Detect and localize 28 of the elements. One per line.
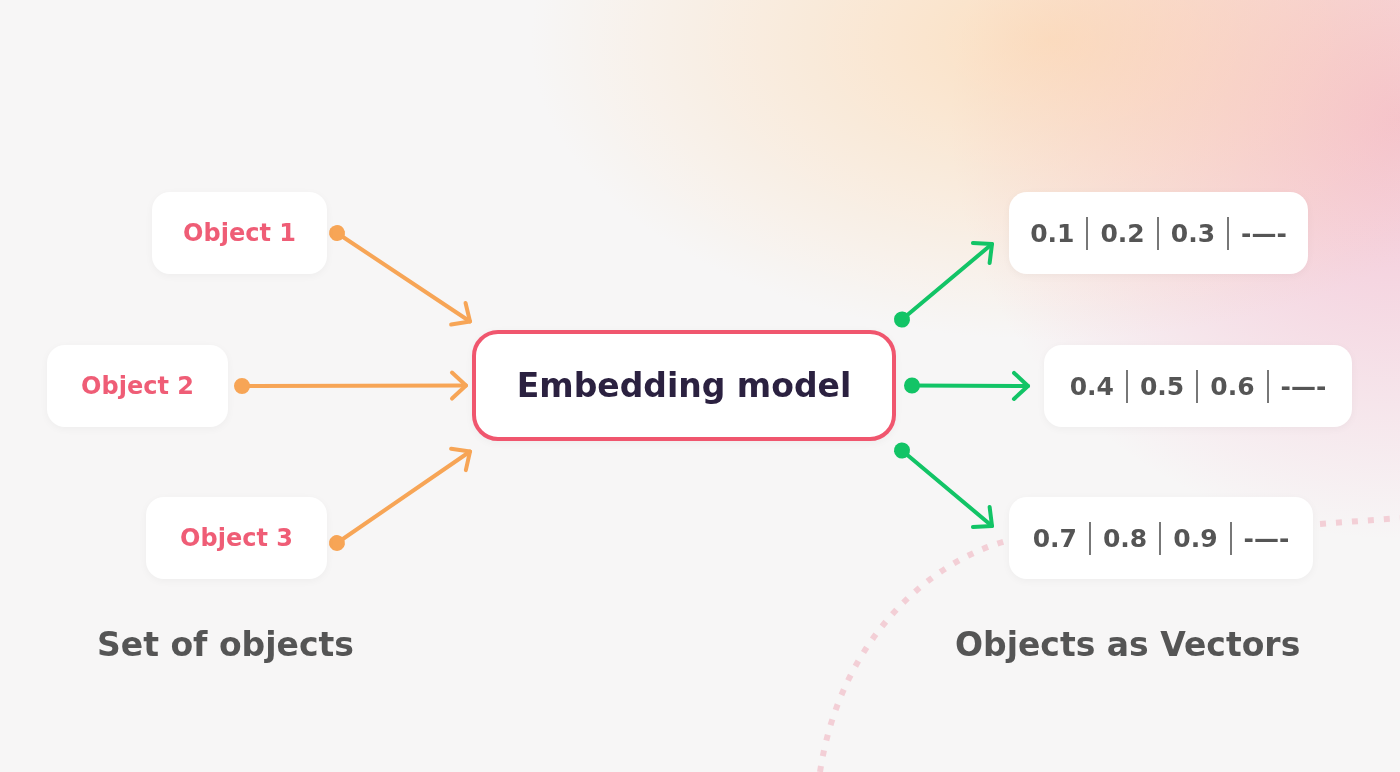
- arrow: [329, 446, 472, 551]
- arrow: [234, 370, 468, 401]
- arrow: [329, 225, 472, 327]
- group-caption: Set of objects: [97, 625, 354, 664]
- vector-value: -—-: [1229, 521, 1302, 555]
- node-title: Embedding model: [516, 366, 852, 405]
- vector-value: 0.5: [1125, 369, 1197, 403]
- arrow: [894, 442, 994, 529]
- vector-value: 0.2: [1086, 216, 1157, 250]
- vector-value: 0.7: [1031, 522, 1078, 555]
- node-label: Object 3: [180, 524, 293, 552]
- node-label: Object 2: [81, 372, 194, 400]
- vector-value: 0.4: [1068, 370, 1115, 403]
- vector-card: [1044, 345, 1352, 427]
- vector-card: [1009, 192, 1308, 274]
- group-caption: Objects as Vectors: [955, 625, 1301, 664]
- vector-value: 0.8: [1088, 521, 1160, 555]
- arrow: [904, 370, 1030, 401]
- vector-value: -—-: [1266, 369, 1339, 403]
- node-label: Object 1: [183, 219, 296, 247]
- vector-value: -—-: [1227, 216, 1299, 250]
- vector-value: 0.1: [1029, 217, 1076, 250]
- arrow: [894, 241, 994, 328]
- vector-value: 0.9: [1159, 521, 1230, 555]
- vector-card: [1009, 497, 1313, 579]
- vector-value: 0.6: [1196, 369, 1267, 403]
- process-box: [472, 330, 896, 441]
- vector-value: 0.3: [1156, 216, 1228, 250]
